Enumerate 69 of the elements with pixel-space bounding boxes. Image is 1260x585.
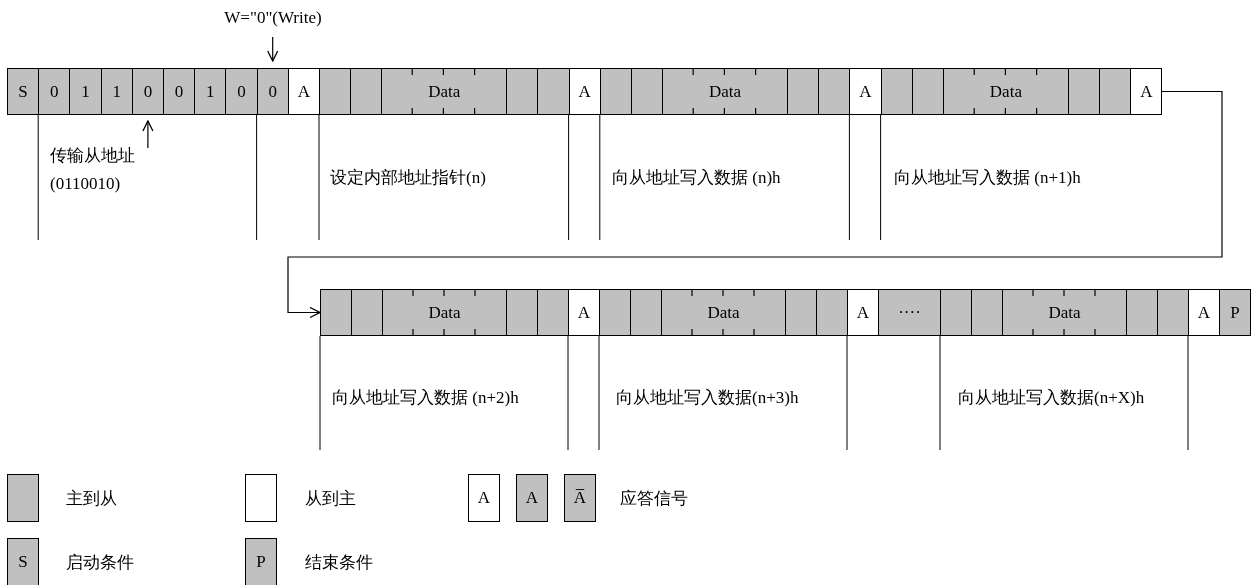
data-byte-block: Data [382, 289, 507, 336]
acknowledge-cell: A [847, 289, 879, 336]
ellipsis-cell: ···· [878, 289, 941, 336]
data-bit-cell [911, 68, 944, 115]
acknowledge-cell: A [1188, 289, 1220, 336]
address-bit-cell: 0 [131, 68, 164, 115]
data-bit-cell [506, 289, 538, 336]
data-bit-cell [880, 68, 913, 115]
data-bit-cell [506, 68, 539, 115]
address-bit-cell: 1 [194, 68, 227, 115]
data-byte-block: Data [381, 68, 508, 115]
data-bit-cell [319, 68, 352, 115]
data-bit-cell [599, 68, 632, 115]
data-bit-cell [940, 289, 972, 336]
data-byte-block: Data [662, 68, 788, 115]
data-byte-block: Data [943, 68, 1069, 115]
legend-text: 应答信号 [620, 488, 688, 510]
description-text: 向从地址写入数据 (n)h [612, 167, 781, 189]
description-text: 设定内部地址指针(n) [330, 167, 486, 189]
data-bit-cell [1157, 289, 1189, 336]
sample-cell: S [7, 538, 39, 585]
data-bit-cell [599, 289, 631, 336]
annotation-text: W="0"(Write) [208, 5, 338, 31]
address-bit-cell: 1 [100, 68, 133, 115]
legend-text: 主到从 [66, 488, 117, 510]
data-bit-cell [1126, 289, 1158, 336]
sample-cell: A [468, 474, 500, 522]
description-text: 向从地址写入数据(n+X)h [958, 387, 1145, 409]
legend-text: 结束条件 [305, 552, 373, 574]
legend-text: 从到主 [305, 488, 356, 510]
acknowledge-cell: A [849, 68, 882, 115]
description-text: 向从地址写入数据 (n+2)h [332, 387, 519, 409]
data-bit-cell [1099, 68, 1132, 115]
data-bit-cell [631, 68, 664, 115]
sample-cell: A [516, 474, 548, 522]
data-byte-block: Data [661, 289, 786, 336]
acknowledge-cell: A [568, 68, 601, 115]
description-text: 向从地址写入数据 (n+1)h [894, 167, 1081, 189]
data-bit-cell [350, 68, 383, 115]
data-bit-cell [785, 289, 817, 336]
address-bit-cell: 1 [69, 68, 102, 115]
data-bit-cell [537, 68, 570, 115]
acknowledge-cell: A [287, 68, 320, 115]
data-bit-cell [816, 289, 848, 336]
address-bit-cell: 0 [225, 68, 258, 115]
data-bit-cell [537, 289, 569, 336]
acknowledge-cell: A [1130, 68, 1163, 115]
data-bit-cell [971, 289, 1003, 336]
sample-cell: P [245, 538, 277, 585]
stop-condition-cell: P [1219, 289, 1251, 336]
description-text: 向从地址写入数据(n+3)h [616, 387, 799, 409]
data-bit-cell [630, 289, 662, 336]
data-bit-cell [787, 68, 820, 115]
arrow [142, 120, 154, 149]
legend-text: 启动条件 [66, 552, 134, 574]
data-bit-cell [1067, 68, 1100, 115]
start-condition-cell: S [7, 68, 40, 115]
connector-arrow [287, 90, 1223, 319]
address-bit-cell: 0 [38, 68, 71, 115]
data-bit-cell [818, 68, 851, 115]
sample-cell: A̅ [564, 474, 596, 522]
data-bit-cell [320, 289, 352, 336]
arrow [267, 36, 279, 62]
acknowledge-cell: A [568, 289, 600, 336]
address-bit-cell: 0 [163, 68, 196, 115]
write-bit-cell: 0 [256, 68, 289, 115]
data-bit-cell [351, 289, 383, 336]
description-text: 传输从地址 (0110010) [50, 145, 136, 195]
data-byte-block: Data [1002, 289, 1127, 336]
